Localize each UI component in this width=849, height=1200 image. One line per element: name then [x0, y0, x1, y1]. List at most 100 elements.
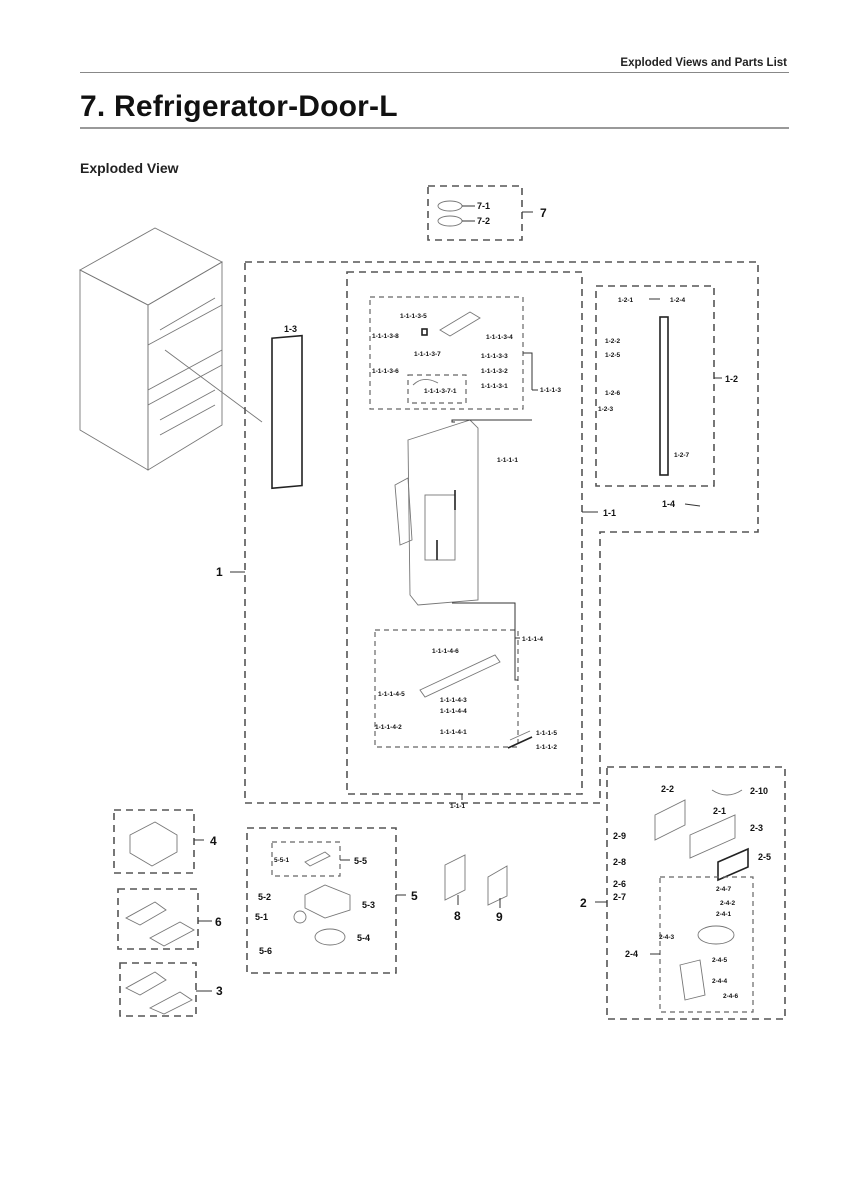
callout-7: 7: [540, 206, 547, 220]
group-7-box: [427, 185, 523, 241]
callout-5-5: 5-5: [354, 856, 367, 866]
callout-1-1-1: 1-1-1: [450, 803, 466, 810]
callout-1-1-1-3-4: 1-1-1-3-4: [486, 334, 513, 341]
callout-9: 9: [496, 910, 503, 924]
callout-2-3: 2-3: [750, 823, 763, 833]
housing-part: [304, 884, 351, 919]
callout-5-3: 5-3: [362, 900, 375, 910]
callout-1-1-1-4-3: 1-1-1-4-3: [440, 697, 467, 704]
bottom-cap-part: [419, 654, 501, 698]
plate-part: [487, 865, 508, 906]
group-5-dispenser-motor: 5-5-1 5-5 5-2 5-3 5-1 5-4 5-6 5: [246, 827, 418, 974]
callout-2-4-1: 2-4-1: [716, 911, 732, 918]
callout-5-4: 5-4: [357, 933, 370, 943]
page-title: 7. Refrigerator-Door-L: [80, 90, 398, 123]
callout-2-4-7: 2-4-7: [716, 886, 732, 893]
callout-1-1-1-4-4: 1-1-1-4-4: [440, 708, 467, 715]
callout-2-4-4: 2-4-4: [712, 978, 728, 985]
callout-1-2-4: 1-2-4: [670, 297, 686, 304]
callout-1-1-1-5: 1-1-1-5: [536, 730, 557, 737]
callout-1-1-1-4-2: 1-1-1-4-2: [375, 724, 402, 731]
bracket-part: [444, 854, 466, 901]
callout-1-1-1-4: 1-1-1-4: [522, 636, 543, 643]
group-1-box: [244, 261, 759, 804]
hinge-cover-part: [412, 379, 439, 386]
callout-1-2-3: 1-2-3: [598, 406, 614, 413]
gear-part: [293, 910, 307, 924]
door-stopper-part: [507, 736, 533, 749]
callout-6: 6: [215, 915, 222, 929]
callout-5-5-1: 5-5-1: [274, 857, 290, 864]
callout-2-7: 2-7: [613, 892, 626, 902]
callout-1-1-1-3-7-1: 1-1-1-3-7-1: [424, 388, 457, 395]
plate-part: [679, 959, 706, 1001]
panel-part: [717, 847, 749, 882]
top-cap-clip-part: [421, 328, 428, 336]
callout-1-1-1-4-6: 1-1-1-4-6: [432, 648, 459, 655]
washer-part: [437, 215, 463, 227]
group-2-dispenser-parts: 2 2-2 2-10 2-1 2-3 2-9 2-5 2-8 2-6 2-7 2…: [580, 766, 786, 1020]
callout-2-1: 2-1: [713, 806, 726, 816]
group-2-4-box: [659, 876, 754, 1013]
callout-1-2-2: 1-2-2: [605, 338, 621, 345]
guard-part: [125, 971, 193, 1015]
group-2-box: [606, 766, 786, 1020]
actuator-part: [304, 851, 331, 867]
callout-1-1-1-3-7: 1-1-1-3-7: [414, 351, 441, 358]
callout-2-8: 2-8: [613, 857, 626, 867]
door-gasket-part: [271, 334, 303, 490]
callout-1-2: 1-2: [725, 374, 738, 384]
callout-1-2-5: 1-2-5: [605, 352, 621, 359]
group-4-guard: 4: [113, 809, 217, 874]
callout-2-6: 2-6: [613, 879, 626, 889]
group-1-2-box: [595, 285, 715, 487]
callout-1-1-1-3-5: 1-1-1-3-5: [400, 313, 427, 320]
group-1-1-box: [346, 271, 583, 795]
title-divider: [80, 127, 789, 129]
callout-2-10: 2-10: [750, 786, 768, 796]
top-cap-part: [439, 311, 481, 337]
group-5-5-box: [271, 841, 341, 877]
callout-1-1-1-4-5: 1-1-1-4-5: [378, 691, 405, 698]
callout-1-1-1-3-3: 1-1-1-3-3: [481, 353, 508, 360]
guard-part: [125, 901, 195, 947]
refrigerator-cabinet: [79, 227, 263, 471]
group-6-box: [117, 888, 199, 950]
callout-1-2-7: 1-2-7: [674, 452, 690, 459]
callout-1-4: 1-4: [662, 499, 675, 509]
callout-1-1-1-3-8: 1-1-1-3-8: [372, 333, 399, 340]
callout-2-4: 2-4: [625, 949, 638, 959]
section-title: Exploded View: [80, 160, 179, 176]
group-3-guard: 3: [119, 962, 223, 1017]
washer-part: [437, 200, 463, 212]
callout-2-4-2: 2-4-2: [720, 900, 736, 907]
door-liner-part: [394, 419, 479, 606]
group-6-guard: 6: [117, 888, 222, 950]
callout-2-4-5: 2-4-5: [712, 957, 728, 964]
group-5-box: [246, 827, 397, 974]
group-1-1-1-3-7-box: [407, 374, 467, 404]
callout-1-3: 1-3: [284, 324, 297, 334]
callout-1-1-1-1: 1-1-1-1: [497, 457, 518, 464]
section-header-label: Exploded Views and Parts List: [620, 57, 787, 69]
callout-1-1-1-2: 1-1-1-2: [536, 744, 557, 751]
part-8: 8: [444, 854, 466, 923]
callout-2-9: 2-9: [613, 831, 626, 841]
callout-1-2-1: 1-2-1: [618, 297, 634, 304]
callout-2-4-6: 2-4-6: [723, 993, 739, 1000]
bracket-part: [654, 799, 686, 841]
callout-2: 2: [580, 896, 587, 910]
door-guard-part: [129, 821, 178, 867]
callout-1-1-1-3: 1-1-1-3: [540, 387, 561, 394]
callout-1: 1: [216, 565, 223, 579]
callout-1-2-6: 1-2-6: [605, 390, 621, 397]
header-divider: [80, 72, 789, 73]
callout-5-1: 5-1: [255, 912, 268, 922]
callout-8: 8: [454, 909, 461, 923]
callout-1-1-1-3-1: 1-1-1-3-1: [481, 383, 508, 390]
callout-1-1-1-3-6: 1-1-1-3-6: [372, 368, 399, 375]
callout-5-6: 5-6: [259, 946, 272, 956]
callout-2-2: 2-2: [661, 784, 674, 794]
part-9: 9: [487, 865, 508, 924]
callout-2-4-3: 2-4-3: [659, 934, 675, 941]
